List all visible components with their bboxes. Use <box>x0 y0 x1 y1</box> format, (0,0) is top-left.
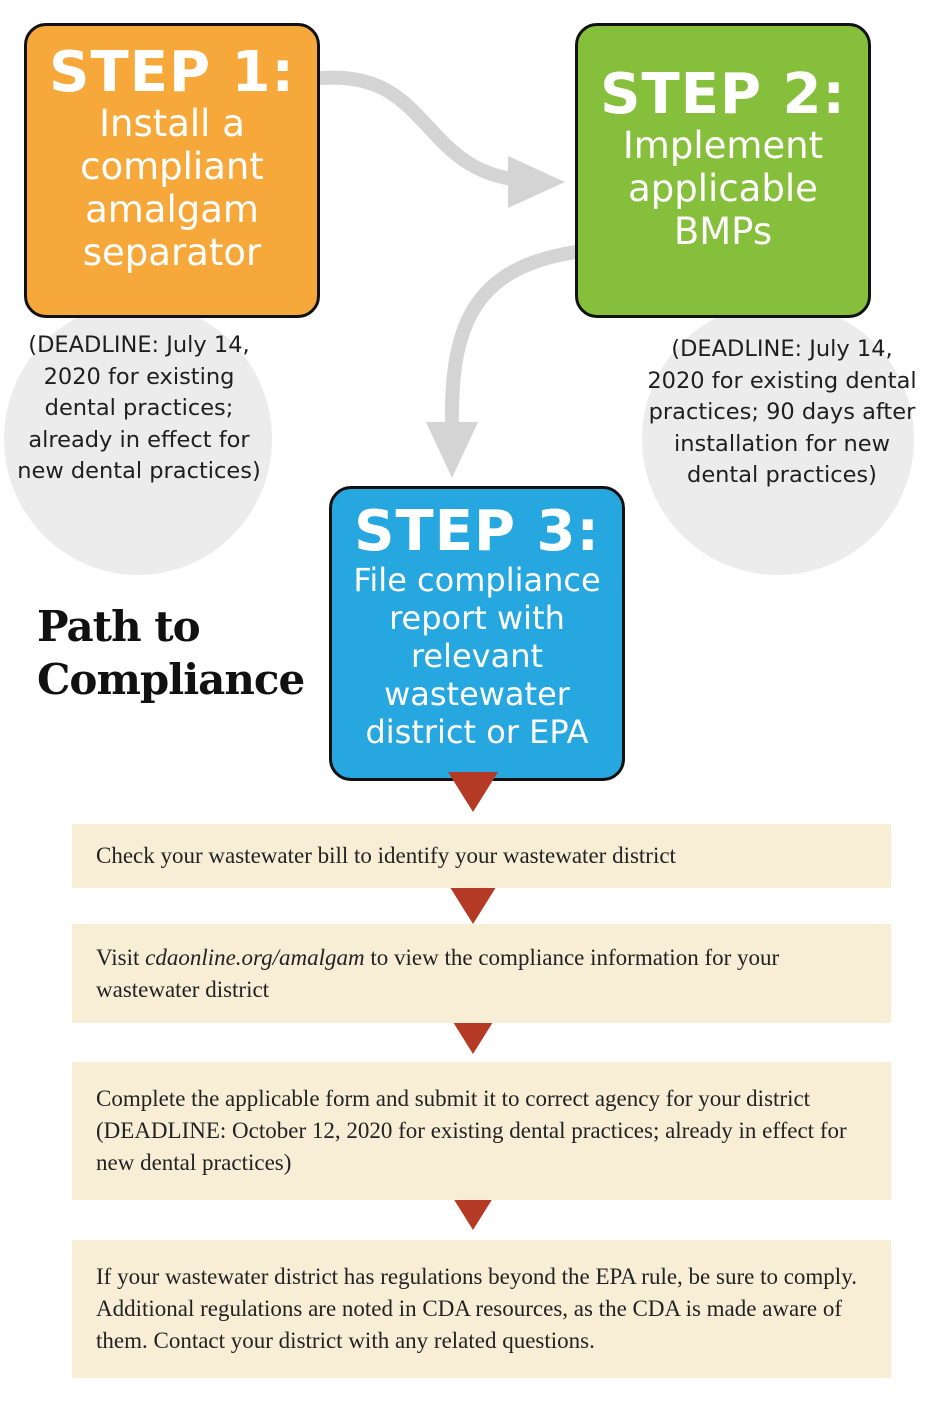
action-text-complete-form: Complete the applicable form and submit … <box>96 1086 847 1175</box>
path-to-compliance-title: Path to Compliance <box>37 602 305 704</box>
arrowhead-step1-to-step2 <box>508 156 565 208</box>
visit-suffix: to view the compliance information for y… <box>96 944 780 1002</box>
step1-box: STEP 1: Install a compliant amalgam sepa… <box>24 23 320 318</box>
deadline-step2: (DEADLINE: July 14, 2020 for existing de… <box>647 336 917 488</box>
action-box-complete-form: Complete the applicable form and submit … <box>72 1062 891 1200</box>
visit-prefix: Visit <box>96 944 146 970</box>
step3-body: File compliance report with relevant was… <box>353 561 601 751</box>
step2-body: Implement applicable BMPs <box>622 124 824 253</box>
action-text-visit-site: Visit cdaonline.org/amalgam to view the … <box>96 942 867 1006</box>
action-box-district-regulations: If your wastewater district has regulati… <box>72 1240 891 1378</box>
action-text-district-regulations: If your wastewater district has regulati… <box>96 1264 857 1353</box>
action-box-visit-site: Visit cdaonline.org/amalgam to view the … <box>72 924 891 1023</box>
step2-box: STEP 2: Implement applicable BMPs <box>575 23 871 318</box>
arrow-step2-to-step3 <box>444 245 583 437</box>
flow-arrows <box>315 70 583 478</box>
deadline-circle-step1 <box>4 303 272 575</box>
cda-amalgam-link[interactable]: cdaonline.org/amalgam <box>145 944 365 970</box>
action-text-check-bill: Check your wastewater bill to identify y… <box>96 843 676 868</box>
deadline-step1: (DEADLINE: July 14, 2020 for existing de… <box>17 332 261 484</box>
arrowhead-step2-to-step3 <box>426 422 478 478</box>
arrow-step1-to-step2 <box>315 70 527 187</box>
deadline-circle-step2 <box>642 303 914 575</box>
step1-title: STEP 1: <box>49 40 295 105</box>
down-triangle-1 <box>448 772 498 812</box>
step3-title: STEP 3: <box>354 499 600 564</box>
down-triangle-2 <box>448 884 498 924</box>
step1-body: Install a compliant amalgam separator <box>80 102 264 274</box>
action-box-check-bill: Check your wastewater bill to identify y… <box>72 824 891 888</box>
step2-title: STEP 2: <box>600 62 846 127</box>
step3-box: STEP 3: File compliance report with rele… <box>329 486 625 781</box>
